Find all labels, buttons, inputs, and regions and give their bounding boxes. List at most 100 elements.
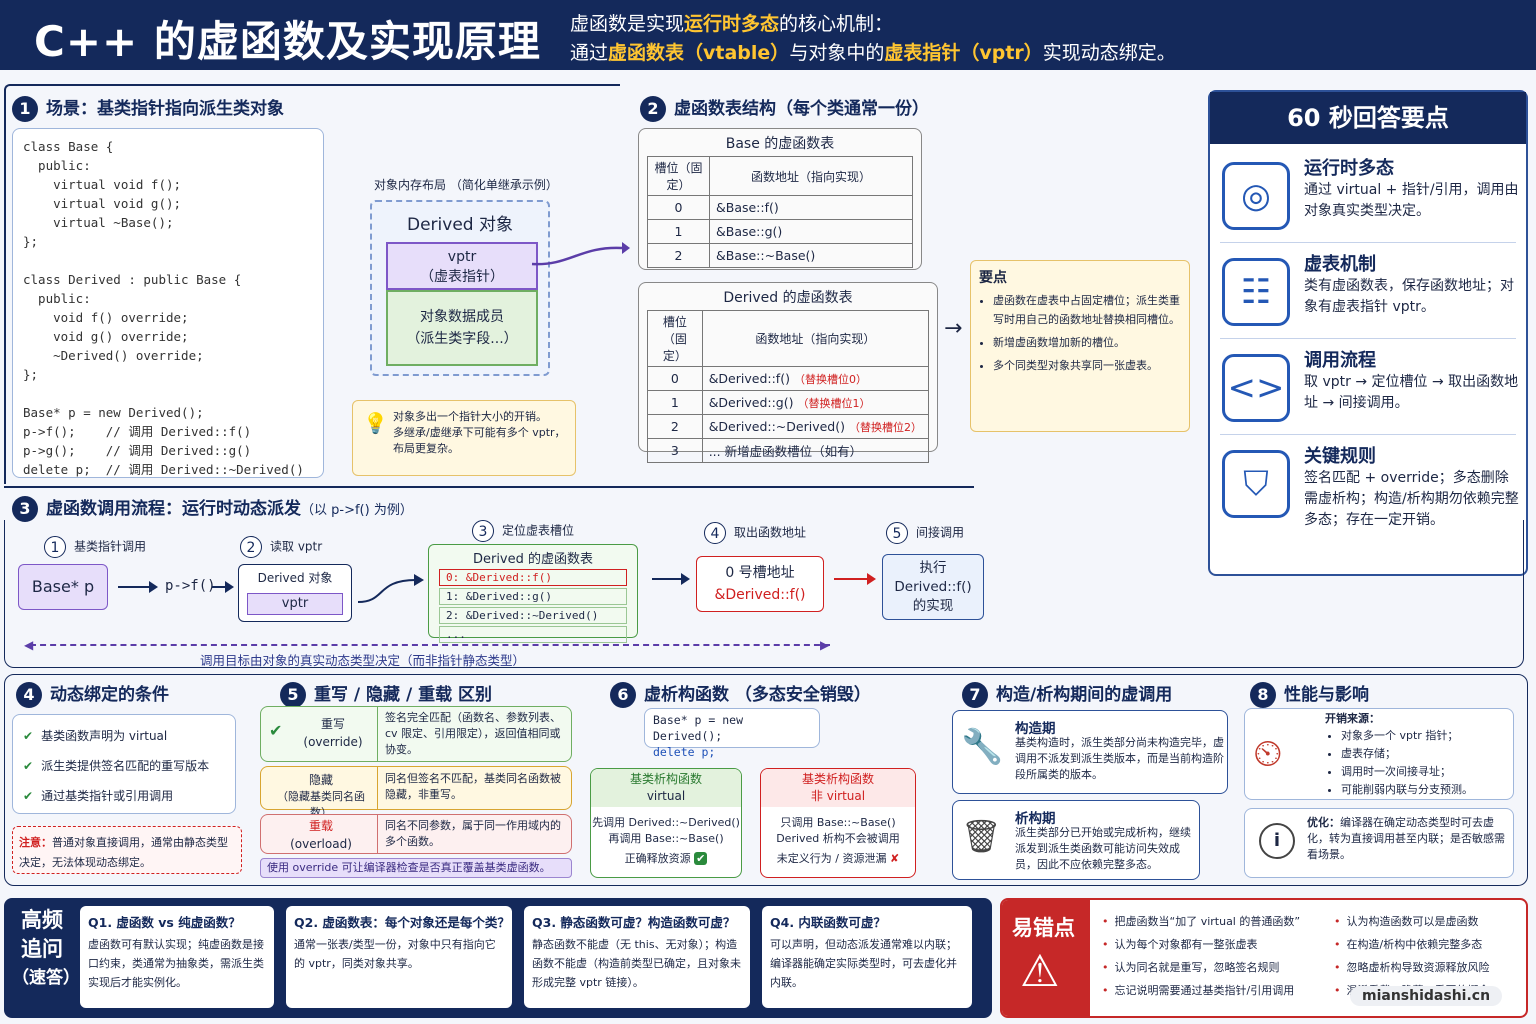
object-vptr-box: Derived 对象 vptr xyxy=(238,564,352,622)
info-icon: i xyxy=(1259,823,1295,859)
code-line: public: xyxy=(23,158,91,173)
code-line: Base* p = new Derived(); xyxy=(23,405,204,420)
answer-heading: 虚表机制 xyxy=(1304,254,1376,275)
faq-question: Q1. 虚函数 vs 纯虚函数？ xyxy=(88,915,241,930)
cross-icon: ✘ xyxy=(889,852,900,865)
vtable-row: 0&Base::f() xyxy=(647,195,913,220)
vptr-cell: vptr（虚表指针） xyxy=(386,242,538,290)
code-line: virtual void g(); xyxy=(23,196,182,211)
faq-question: Q3. 静态函数可虚？构造函数可虚？ xyxy=(532,915,736,930)
base-pointer-box: Base* p xyxy=(18,564,108,610)
faq-question: Q4. 内联函数可虚？ xyxy=(770,915,886,930)
flow-vtable-row: 2: &Derived::~Derived() xyxy=(439,607,627,624)
lightbulb-icon: 💡 xyxy=(363,411,388,435)
cost-item: 可能削弱内联与分支预测。 xyxy=(1341,781,1473,799)
faq-answer: 静态函数不能虚（无 this、无对象）；构造函数不能虚（构造前类型已确定，且对象… xyxy=(532,938,741,989)
condition-item: ✔派生类提供签名匹配的重写版本 xyxy=(23,759,210,773)
section-1-frame xyxy=(4,84,620,484)
overhead-box: ⏲ 开销来源： 对象多一个 vptr 指针；虚表存储；调用时一次间接寻址；可能削… xyxy=(1244,708,1514,800)
override-tip: 使用 override 可让编译器检查是否真正覆盖基类虚函数。 xyxy=(260,858,572,878)
vtable-points-list: 虚函数在虚表中占固定槽位；派生类重写时用自己的函数地址替换相同槽位。新增虚函数增… xyxy=(979,291,1181,375)
quick-answers-title: 60 秒回答要点 xyxy=(1210,92,1526,144)
page-title: C++ 的虚函数及实现原理 xyxy=(34,17,541,66)
faq-answer: 通常一张表/类型一份，对象中只有指向它的 vptr，同类对象共享。 xyxy=(294,938,496,970)
check-icon: ✔ xyxy=(694,852,708,865)
pitfalls-title: 易错点 xyxy=(1012,916,1075,940)
condition-item: ✔基类函数声明为 virtual xyxy=(23,729,168,743)
flow-vtable: Derived 的虚函数表 0: &Derived::f()1: &Derive… xyxy=(428,544,638,643)
code-line: delete p; // 调用 Derived::~Derived() xyxy=(23,462,304,477)
answer-detail: 取 vptr → 定位槽位 → 取出函数地址 → 间接调用。 xyxy=(1304,374,1519,411)
vtable-row: 0&Derived::f()（替换槽位0） xyxy=(647,366,930,391)
code-example: class Base { public: virtual void f(); v… xyxy=(23,137,313,479)
warning-icon: ⚠ xyxy=(1020,946,1060,997)
base-vtable-title: Base 的虚函数表 xyxy=(725,136,835,152)
condition-item: ✔通过基类指针或引用调用 xyxy=(23,789,174,803)
override-row: ✔ 重写(override) 签名完全匹配（函数名、参数列表、cv 限定、引用限… xyxy=(260,706,572,762)
derived-vtable: Derived 的虚函数表 槽位（固定）函数地址（指向实现）0&Derived:… xyxy=(638,282,938,463)
vtable-row: 1&Base::g() xyxy=(647,219,913,244)
answer-heading: 运行时多态 xyxy=(1304,158,1394,179)
flow-arrow-5 xyxy=(834,573,876,585)
code-line: public: xyxy=(23,291,91,306)
vtable-row: 2&Base::~Base() xyxy=(647,243,913,268)
point-item: 新增虚函数增加新的槽位。 xyxy=(993,333,1181,352)
pitfall-item: •忘记说明需要通过基类指针/引用调用 xyxy=(1102,984,1295,997)
code-line: class Base { xyxy=(23,139,114,154)
answer-heading: 关键规则 xyxy=(1304,446,1376,467)
faq-answer: 虚函数可有默认实现；纯虚函数是接口约束，类通常为抽象类，需派生类实现后才能实例化… xyxy=(88,938,264,989)
pitfall-item: •认为构造函数可以是虚函数 xyxy=(1334,915,1479,928)
nonvirtual-destructor-box: 基类析构函数非 virtual 只调用 Base::~Base() Derive… xyxy=(760,768,916,878)
pitfall-item: •认为同名就是重写，忽略签名规则 xyxy=(1102,961,1280,974)
flow-arrow-3 xyxy=(357,574,424,603)
faq-card: Q2. 虚函数表：每个对象还是每个类？通常一张表/类型一份，对象中只有指向它的 … xyxy=(286,906,512,1008)
derived-object-title: Derived 对象 xyxy=(407,215,513,235)
code-line: }; xyxy=(23,367,39,382)
check-icon: ✔ xyxy=(269,721,283,740)
derived-vtable-table: 槽位（固定）函数地址（指向实现）0&Derived::f()（替换槽位0）1&D… xyxy=(647,310,930,463)
dynamic-type-divider xyxy=(30,644,830,646)
arrow-right-icon: → xyxy=(944,316,963,341)
dynamic-type-caption: 调用目标由对象的真实动态类型决定（而非指针静态类型） xyxy=(200,653,526,668)
answer-heading: 调用流程 xyxy=(1304,350,1376,371)
construction-box: 🔧 构造期 基类构造时，派生类部分尚未构造完毕，虚调用不派发到派生类版本，而是当… xyxy=(952,710,1228,794)
binding-note: 注意：普通对象直接调用，通常由静态类型决定，无法体现动态绑定。 xyxy=(12,826,242,874)
gauge-icon: ⏲ xyxy=(1253,731,1283,775)
pitfall-item: •认为每个对象都有一整张虚表 xyxy=(1102,938,1258,951)
section-3-rule xyxy=(4,486,974,488)
header-banner: C++ 的虚函数及实现原理 虚函数是实现运行时多态的核心机制： 通过虚函数表（v… xyxy=(0,0,1536,70)
concepts-row-frame xyxy=(4,674,1528,886)
point-item: 多个同类型对象共享同一张虚表。 xyxy=(993,356,1181,375)
flow-vtable-row: 1: &Derived::g() xyxy=(439,588,627,605)
faq-card: Q1. 虚函数 vs 纯虚函数？ 虚函数可有默认实现；纯虚函数是接口约束，类通常为… xyxy=(80,906,274,1008)
binding-conditions: ✔基类函数声明为 virtual ✔派生类提供签名匹配的重写版本 ✔通过基类指针或引… xyxy=(12,714,236,814)
header-subtitle-line2: 通过虚函数表（vtable）与对象中的虚表指针（vptr）实现动态绑定。 xyxy=(570,42,1176,64)
flow-arrow-1 xyxy=(118,581,158,593)
optimization-box: i 优化：编译器在确定动态类型时可去虚化，转为直接调用甚至内联；是否敏感需看场景… xyxy=(1244,808,1514,878)
code-line: virtual void f(); xyxy=(23,177,182,192)
destruction-box: 🗑 析构期 派生类部分已开始或完成析构，继续派发到派生类函数可能访问失效成员，因… xyxy=(952,800,1200,880)
derived-object-layout: Derived 对象 vptr（虚表指针） 对象数据成员（派生类字段...） xyxy=(370,200,550,376)
answer-detail: 类有虚函数表，保存函数地址；对象有虚表指针 vptr。 xyxy=(1304,278,1514,315)
vptr-arrow xyxy=(531,242,630,266)
pitfall-item: •忽略虚析构导致资源释放风险 xyxy=(1334,961,1490,974)
code-line xyxy=(23,384,313,403)
base-vtable-table: 槽位（固定）函数地址（指向实现）0&Base::f()1&Base::g()2&… xyxy=(647,156,913,268)
code-line: p->g(); // 调用 Derived::g() xyxy=(23,443,252,458)
shield-icon: ⛉ xyxy=(1222,450,1290,518)
memory-layout-caption: 对象内存布局 （简化单继承示例） xyxy=(374,178,558,192)
trash-icon: 🗑 xyxy=(961,817,1002,855)
arrow-right-icon: ▶ xyxy=(820,638,830,652)
wrench-icon: 🔧 xyxy=(961,727,1004,767)
header-subtitle-line1: 虚函数是实现运行时多态的核心机制： xyxy=(570,13,894,35)
